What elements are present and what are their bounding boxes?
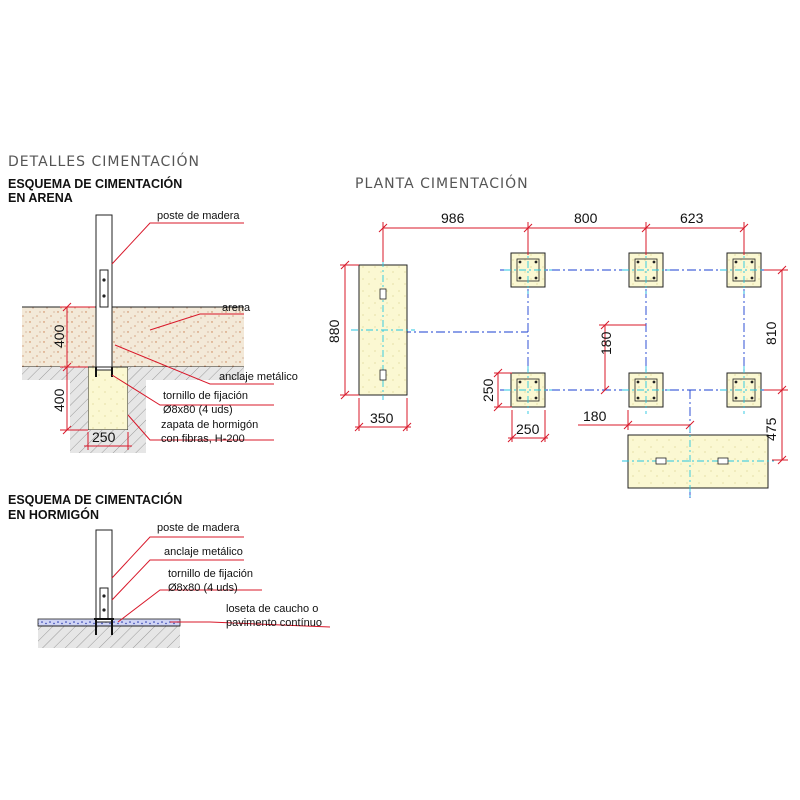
arena-label-post: poste de madera: [157, 210, 240, 222]
square-footing: [720, 246, 768, 294]
arena-subtitle-line2: EN ARENA: [8, 191, 73, 205]
arena-label-sand: arena: [222, 302, 251, 314]
arena-dim-footing-width: 250: [92, 429, 116, 445]
arena-label-anchor: anclaje metálico: [219, 371, 298, 383]
hormigon-label-tile-1: loseta de caucho o: [226, 603, 318, 615]
hormigon-label-anchor: anclaje metálico: [164, 546, 243, 558]
plan-dim-left-height: 880: [326, 319, 342, 343]
plan-dim-offset-v: 180: [598, 331, 614, 355]
plan-dim-left-width: 350: [370, 410, 394, 426]
arena-label-footing-2: con fibras, H-200: [161, 433, 245, 445]
hormigon-label-screw-1: tornillo de fijación: [168, 568, 253, 580]
hormigon-label-screw-2: Ø8x80 (4 uds): [168, 582, 238, 594]
square-footing: [720, 366, 768, 414]
arena-label-footing-1: zapata de hormigón: [161, 419, 258, 431]
concrete-footing: [87, 366, 129, 431]
plan-dim-top-1: 986: [441, 210, 465, 226]
plan-dim-top-3: 623: [680, 210, 704, 226]
plan-square-footings: [504, 246, 768, 414]
hormigon-subtitle-line2: EN HORMIGÓN: [8, 507, 99, 522]
hormigon-subtitle-line1: ESQUEMA DE CIMENTACIÓN: [8, 492, 182, 507]
sand-layer: [22, 307, 244, 367]
plan-dim-footing-height: 250: [480, 378, 496, 402]
main-title: DETALLES CIMENTACIÓN: [8, 152, 200, 170]
arena-subtitle-line1: ESQUEMA DE CIMENTACIÓN: [8, 176, 182, 191]
plan-title: PLANTA CIMENTACIÓN: [355, 174, 529, 192]
concrete-slab: [38, 626, 180, 648]
arena-dim-footing-depth: 400: [51, 388, 67, 412]
arena-detail: poste de madera arena anclaje metálico t…: [22, 210, 298, 453]
square-footing: [622, 246, 670, 294]
plan-dim-right-2: 475: [763, 417, 779, 441]
arena-label-screw-2: Ø8x80 (4 uds): [163, 404, 233, 416]
hormigon-detail: poste de madera anclaje metálico tornill…: [37, 522, 331, 648]
plan-dim-right-1: 810: [763, 321, 779, 345]
hormigon-label-post: poste de madera: [157, 522, 240, 534]
arena-label-screw-1: tornillo de fijación: [163, 390, 248, 402]
hormigon-label-tile-2: pavimento contínuo: [226, 617, 322, 629]
plan-footing-bottom: [627, 434, 769, 489]
plan-dim-offset-h: 180: [583, 408, 607, 424]
plan-dim-footing-width: 250: [516, 421, 540, 437]
foundation-plan: 986 800 623 880 350 810 475 250: [326, 210, 788, 498]
square-footing: [504, 366, 552, 414]
plan-dim-top-2: 800: [574, 210, 598, 226]
metal-anchor: [99, 269, 109, 308]
arena-dim-sand-depth: 400: [51, 324, 67, 348]
metal-anchor: [99, 587, 109, 620]
square-footing: [504, 246, 552, 294]
square-footing: [622, 366, 670, 414]
